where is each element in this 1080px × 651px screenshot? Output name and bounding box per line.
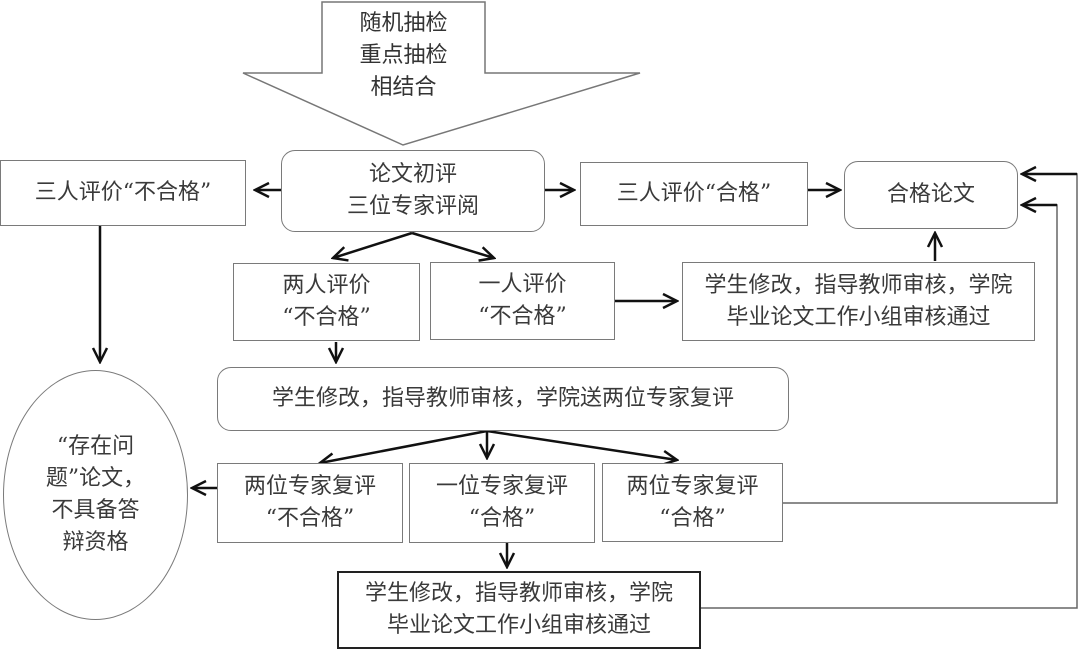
three-fail-node: 三人评价“不合格” (0, 160, 246, 226)
sampling-line-2: 重点抽检 (359, 43, 448, 68)
sampling-label: 随机抽检 重点抽检 相结合 (322, 8, 485, 104)
re-two-pass-line-2: “合格” (659, 505, 726, 531)
sampling-line-3: 相结合 (370, 75, 437, 100)
re-two-fail-line-2: “不合格” (265, 506, 355, 531)
re-two-fail-line-1: 两位专家复评 (243, 474, 376, 499)
initial-review-node: 论文初评 三位专家评阅 (281, 150, 545, 232)
connector-re-two-pass-to-qualified (783, 204, 1058, 504)
revise-send-experts-node: 学生修改，指导教师审核，学院送两位专家复评 (217, 367, 789, 431)
revise-approve-1-line-2: 毕业论文工作小组审核通过 (726, 304, 991, 330)
revise-approve-2-line-1: 学生修改，指导教师审核，学院 (364, 581, 673, 606)
two-fail-line-2: “不合格” (282, 305, 371, 330)
qualified-paper-line-1: 合格论文 (886, 182, 975, 207)
one-fail-line-1: 一人评价 (478, 272, 567, 297)
initial-review-line-2: 三位专家评阅 (346, 194, 479, 219)
sampling-block-arrow (242, 1, 641, 146)
revise-approve-2-line-2: 毕业论文工作小组审核通过 (386, 613, 651, 638)
one-fail-node: 一人评价 “不合格” (430, 262, 615, 340)
re-one-pass-line-2: “合格” (468, 506, 536, 531)
arrow-initial-to-two-fail (333, 231, 413, 258)
re-one-pass-node: 一位专家复评 “合格” (409, 463, 595, 543)
one-fail-line-2: “不合格” (478, 304, 567, 329)
re-two-pass-line-1: 两位专家复评 (626, 473, 759, 499)
revise-approve-node-2: 学生修改，指导教师审核，学院 毕业论文工作小组审核通过 (337, 571, 701, 649)
re-two-pass-node: 两位专家复评 “合格” (602, 463, 783, 542)
sampling-line-1: 随机抽检 (359, 11, 448, 36)
arrow-initial-to-one-fail (411, 231, 494, 258)
three-pass-node: 三人评价“合格” (580, 162, 808, 226)
revise-approve-node-1: 学生修改，指导教师审核，学院 毕业论文工作小组审核通过 (682, 262, 1035, 341)
two-fail-node: 两人评价 “不合格” (233, 263, 420, 341)
initial-review-line-1: 论文初评 (368, 162, 457, 187)
arrow-resend-to-re-two-pass (486, 429, 677, 460)
arrow-resend-to-re-two-fail (320, 429, 488, 463)
problem-paper-line-1: “存在问 (56, 434, 135, 459)
three-fail-line-1: 三人评价“不合格” (34, 180, 212, 205)
problem-paper-line-3: 不具备答 (51, 498, 140, 523)
re-one-pass-line-1: 一位专家复评 (435, 474, 568, 499)
two-fail-line-1: 两人评价 (282, 273, 371, 298)
three-pass-line-1: 三人评价“合格” (616, 181, 772, 206)
re-two-fail-node: 两位专家复评 “不合格” (217, 463, 403, 543)
problem-paper-line-4: 辩资格 (62, 530, 129, 555)
problem-paper-node: “存在问 题”论文， 不具备答 辩资格 (3, 370, 188, 620)
revise-send-line-1: 学生修改，指导教师审核，学院送两位专家复评 (271, 386, 734, 411)
revise-approve-1-line-1: 学生修改，指导教师审核，学院 (704, 272, 1013, 298)
problem-paper-line-2: 题”论文， (45, 466, 146, 491)
qualified-paper-node: 合格论文 (844, 161, 1018, 229)
